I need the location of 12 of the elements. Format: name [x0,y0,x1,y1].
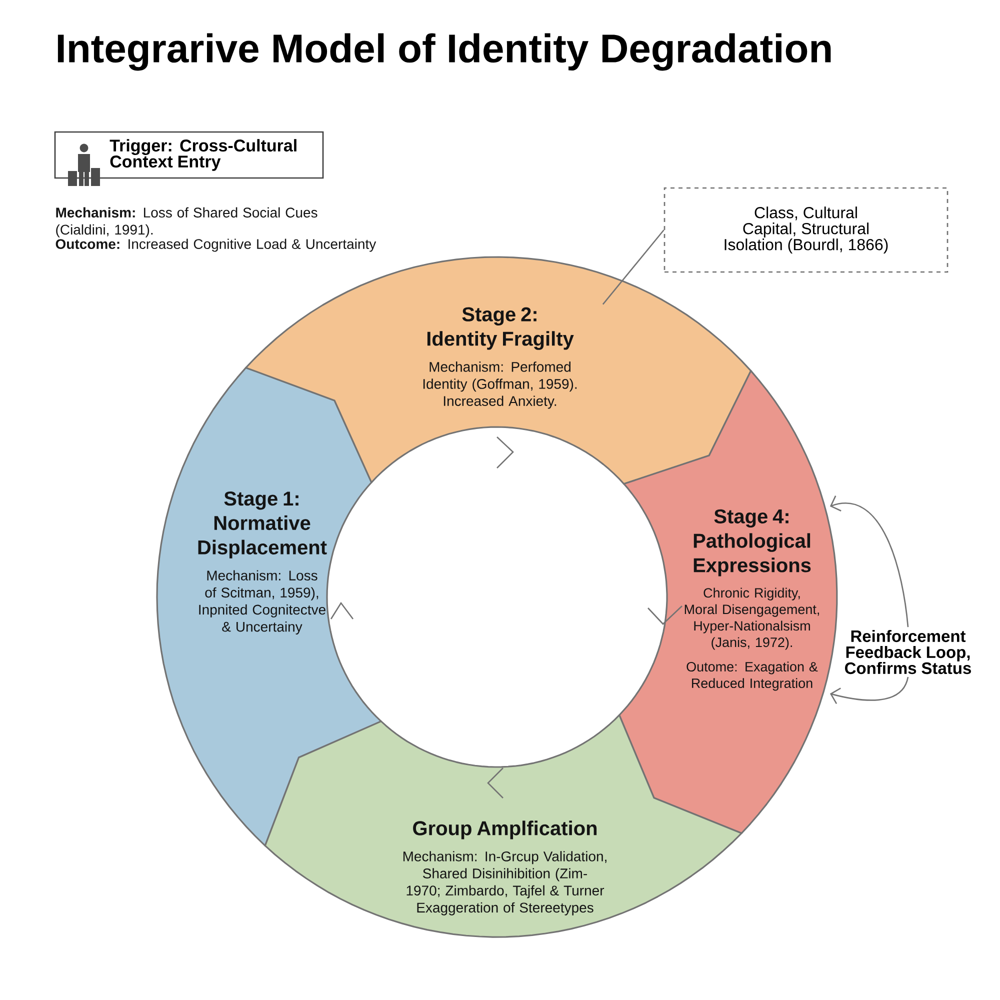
stage-segment: Stage 1: Normative Displacement Mechanism: Loss of Scitman, 1959), Inpnited Cognitectve & Uncertainy [156,366,382,846]
curved-arrow [830,496,909,628]
stage-segment: Stage 4: Pathological Expressions Chronic Rigidity, Moral Disengagement, Hyper-Nationalsism (Janis, 1972). Outome: Exagation & Reduced Integration [618,370,838,834]
stage-segment: Group Amplfication Mechanism: In-Grcup Validation, Shared Disinihibition (Zim- 1970; Zimbardo, Tajfel & Turner Exaggeration of Stereetypes [264,714,742,938]
stage-segment: Stage 2: Identity Fragilty Mechanism: Perfomed Identity (Goffman, 1959). Increased Anxiety. [245,256,752,485]
note-box: Class, Cultural Capital, Structural Isolation (Bourdl, 1866) [664,187,948,273]
title: Integrarive Model of Identity Degradation [58,33,831,71]
curved-arrow [830,676,909,704]
note-text: Mechanism: Loss of Shared Social Cues (Cialdini, 1991). Outcome: Increased Cognitive Load & Uncertainty [56,207,376,252]
leader-line [602,230,664,305]
loop-label: Reinforcement Feedback Loop, Confirms Status [845,630,971,674]
trigger-box: Trigger: Cross-Cultural Context Entry [54,131,324,179]
